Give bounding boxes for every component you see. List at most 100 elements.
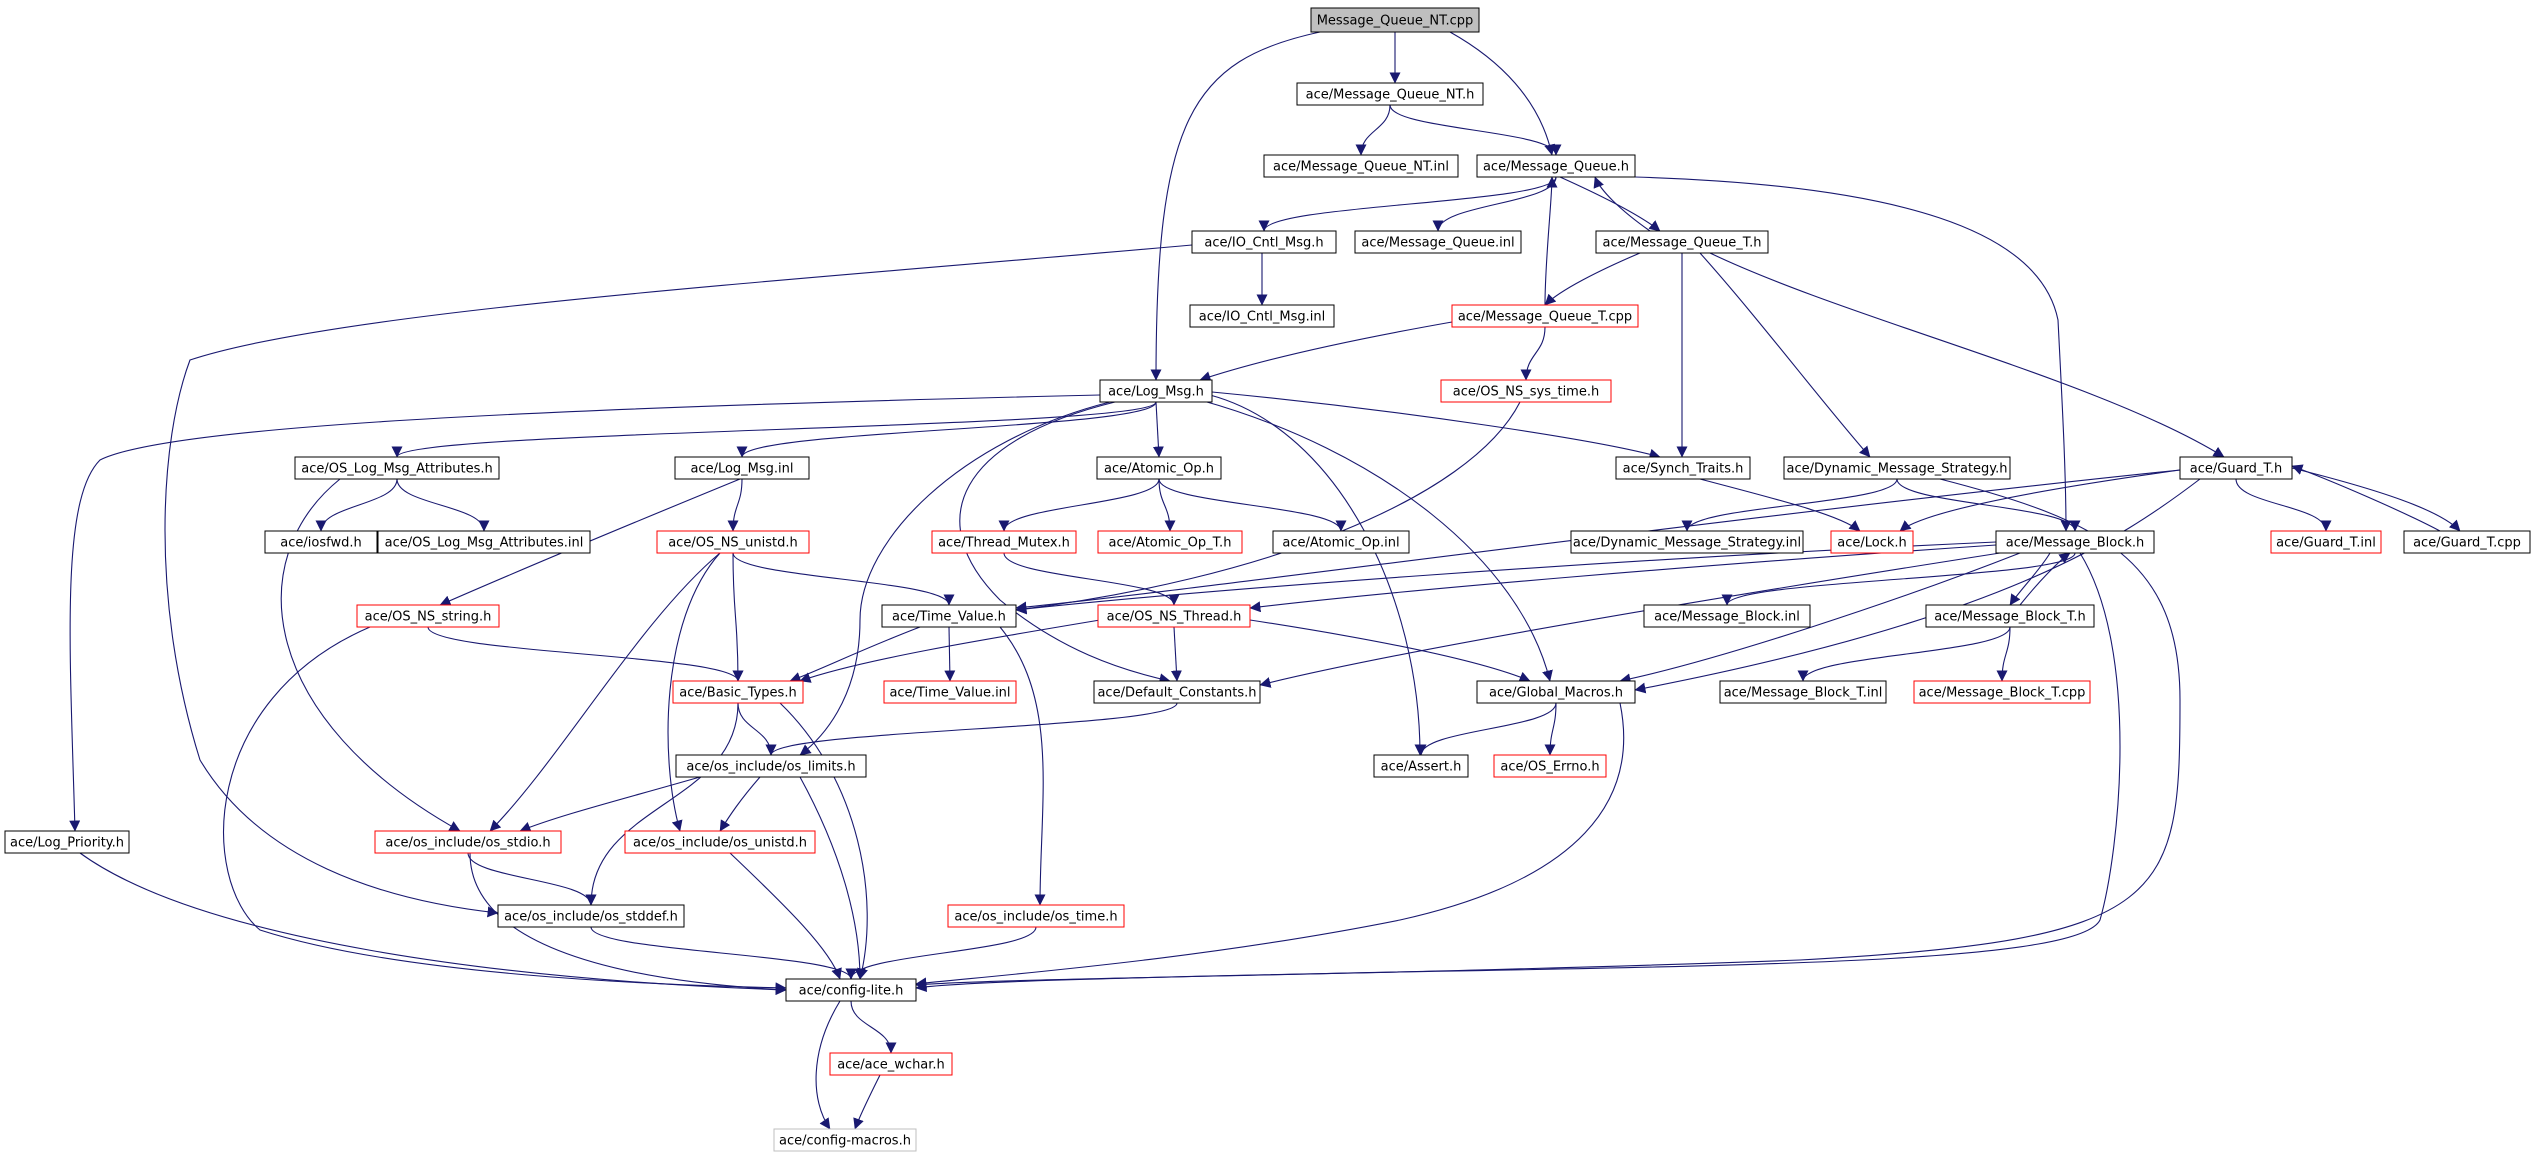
node-box: [1097, 604, 1251, 628]
node-n8[interactable]: ace/Message_Queue_T.cpp: [1451, 304, 1639, 328]
node-label: ace/config-macros.h: [779, 1134, 911, 1149]
node-box: [1783, 456, 2011, 480]
node-n5[interactable]: ace/Message_Queue.inl: [1354, 230, 1522, 254]
node-n16[interactable]: ace/Guard_T.h: [2179, 456, 2293, 480]
edge-n3-to-n5: [1432, 176, 1557, 232]
edge-n13-to-n21: [1158, 478, 1176, 532]
edge-n30-to-n35: [1170, 626, 1182, 682]
node-n37[interactable]: ace/Message_Block_T.inl: [1719, 680, 1887, 704]
node-n28[interactable]: ace/OS_NS_string.h: [356, 604, 500, 628]
node-n3[interactable]: ace/Message_Queue.h: [1476, 154, 1636, 178]
node-n11[interactable]: ace/OS_Log_Msg_Attributes.h: [294, 456, 500, 480]
node-box: [947, 904, 1125, 928]
node-label: ace/IO_Cntl_Msg.h: [1204, 236, 1323, 251]
node-n40[interactable]: ace/Assert.h: [1373, 754, 1469, 778]
node-n39[interactable]: ace/os_include/os_limits.h: [675, 754, 867, 778]
node-label: ace/OS_Errno.h: [1500, 760, 1599, 775]
node-n47[interactable]: ace/config-lite.h: [785, 978, 917, 1002]
node-n13[interactable]: ace/Atomic_Op.h: [1096, 456, 1222, 480]
node-n1[interactable]: ace/Message_Queue_NT.h: [1296, 82, 1484, 106]
node-n38[interactable]: ace/Message_Block_T.cpp: [1913, 680, 2091, 704]
node-n21[interactable]: ace/Atomic_Op_T.h: [1097, 530, 1243, 554]
edge-n33-to-n45: [585, 702, 739, 906]
node-label: ace/IO_Cntl_Msg.inl: [1199, 310, 1325, 325]
node-box: [1097, 530, 1243, 554]
node-box: [1373, 754, 1469, 778]
node-n0[interactable]: Message_Queue_NT.cpp: [1310, 7, 1480, 33]
node-box: [1310, 7, 1480, 33]
node-label: ace/os_include/os_time.h: [954, 910, 1117, 925]
node-n25[interactable]: ace/Message_Block.h: [1995, 530, 2155, 554]
node-box: [1476, 680, 1636, 704]
node-label: ace/os_include/os_stddef.h: [504, 910, 678, 925]
node-n2[interactable]: ace/Message_Queue_NT.inl: [1263, 154, 1459, 178]
node-n18[interactable]: ace/OS_Log_Msg_Attributes.inl: [377, 530, 591, 554]
edge-n16-to-n27: [2291, 467, 2461, 532]
node-n31[interactable]: ace/Message_Block.inl: [1643, 604, 1811, 628]
node-label: ace/Message_Queue_T.h: [1603, 236, 1762, 251]
edge-n39-to-n43: [519, 776, 701, 833]
node-n15[interactable]: ace/Dynamic_Message_Strategy.h: [1783, 456, 2011, 480]
edge-n6-to-n3: [1593, 176, 1651, 232]
node-n36[interactable]: ace/Global_Macros.h: [1476, 680, 1636, 704]
node-n46[interactable]: ace/os_include/os_time.h: [947, 904, 1125, 928]
edge-n3-to-n25: [1634, 176, 2072, 532]
node-n42[interactable]: ace/Log_Priority.h: [4, 830, 130, 854]
node-box: [1296, 82, 1484, 106]
node-n6[interactable]: ace/Message_Queue_T.h: [1595, 230, 1769, 254]
edge-n13-to-n20: [998, 478, 1160, 532]
node-box: [881, 604, 1017, 628]
edge-n32-to-n37: [1797, 626, 2011, 682]
node-n41[interactable]: ace/OS_Errno.h: [1493, 754, 1607, 778]
node-n34[interactable]: ace/Time_Value.inl: [883, 680, 1017, 704]
edge-n43-to-n45: [467, 852, 597, 906]
node-n44[interactable]: ace/os_include/os_unistd.h: [624, 830, 816, 854]
node-n7[interactable]: ace/IO_Cntl_Msg.inl: [1189, 304, 1335, 328]
node-n33[interactable]: ace/Basic_Types.h: [672, 680, 804, 704]
node-label: ace/Time_Value.inl: [889, 686, 1010, 701]
node-n19[interactable]: ace/OS_NS_unistd.h: [656, 530, 810, 554]
node-box: [829, 1052, 953, 1076]
node-n43[interactable]: ace/os_include/os_stdio.h: [374, 830, 562, 854]
node-n49[interactable]: ace/config-macros.h: [773, 1128, 917, 1152]
node-n26[interactable]: ace/Guard_T.inl: [2270, 530, 2382, 554]
node-box: [377, 530, 591, 554]
edge-n15-to-n23: [1681, 478, 1898, 532]
node-n27[interactable]: ace/Guard_T.cpp: [2403, 530, 2531, 554]
node-box: [2403, 530, 2531, 554]
node-n22[interactable]: ace/Atomic_Op.inl: [1272, 530, 1410, 554]
node-n32[interactable]: ace/Message_Block_T.h: [1925, 604, 2095, 628]
edge-n11-to-n17: [315, 478, 398, 532]
node-n30[interactable]: ace/OS_NS_Thread.h: [1097, 604, 1251, 628]
node-n45[interactable]: ace/os_include/os_stddef.h: [497, 904, 685, 928]
node-n12[interactable]: ace/Log_Msg.inl: [674, 456, 810, 480]
node-box: [931, 530, 1077, 554]
node-box: [374, 830, 562, 854]
edge-n36-to-n41: [1544, 702, 1557, 756]
node-box: [1440, 379, 1612, 403]
node-n29[interactable]: ace/Time_Value.h: [881, 604, 1017, 628]
node-n48[interactable]: ace/ace_wchar.h: [829, 1052, 953, 1076]
node-label: ace/Atomic_Op.h: [1104, 462, 1214, 477]
edge-n1-to-n3: [1389, 104, 1562, 156]
node-label: ace/OS_NS_sys_time.h: [1453, 385, 1599, 400]
node-box: [656, 530, 810, 554]
node-n10[interactable]: ace/OS_NS_sys_time.h: [1440, 379, 1612, 403]
node-n4[interactable]: ace/IO_Cntl_Msg.h: [1191, 230, 1337, 254]
node-n14[interactable]: ace/Synch_Traits.h: [1615, 456, 1751, 480]
node-n17[interactable]: ace/iosfwd.h: [264, 530, 378, 554]
node-n23[interactable]: ace/Dynamic_Message_Strategy.inl: [1570, 530, 1804, 554]
node-label: ace/Message_Queue_T.cpp: [1458, 310, 1632, 325]
node-n35[interactable]: ace/Default_Constants.h: [1093, 680, 1261, 704]
edge-n32-to-n38: [1996, 626, 2011, 682]
node-n20[interactable]: ace/Thread_Mutex.h: [931, 530, 1077, 554]
node-n9[interactable]: ace/Log_Msg.h: [1099, 379, 1213, 403]
edge-n48-to-n49: [853, 1074, 881, 1130]
edge-n8-to-n3: [1544, 176, 1558, 306]
node-box: [1096, 456, 1222, 480]
node-label: ace/Message_Block.h: [2006, 536, 2145, 551]
node-label: ace/Atomic_Op_T.h: [1109, 536, 1232, 551]
edge-n0-to-n9: [1150, 31, 1321, 381]
node-n24[interactable]: ace/Lock.h: [1830, 530, 1914, 554]
node-box: [1995, 530, 2155, 554]
